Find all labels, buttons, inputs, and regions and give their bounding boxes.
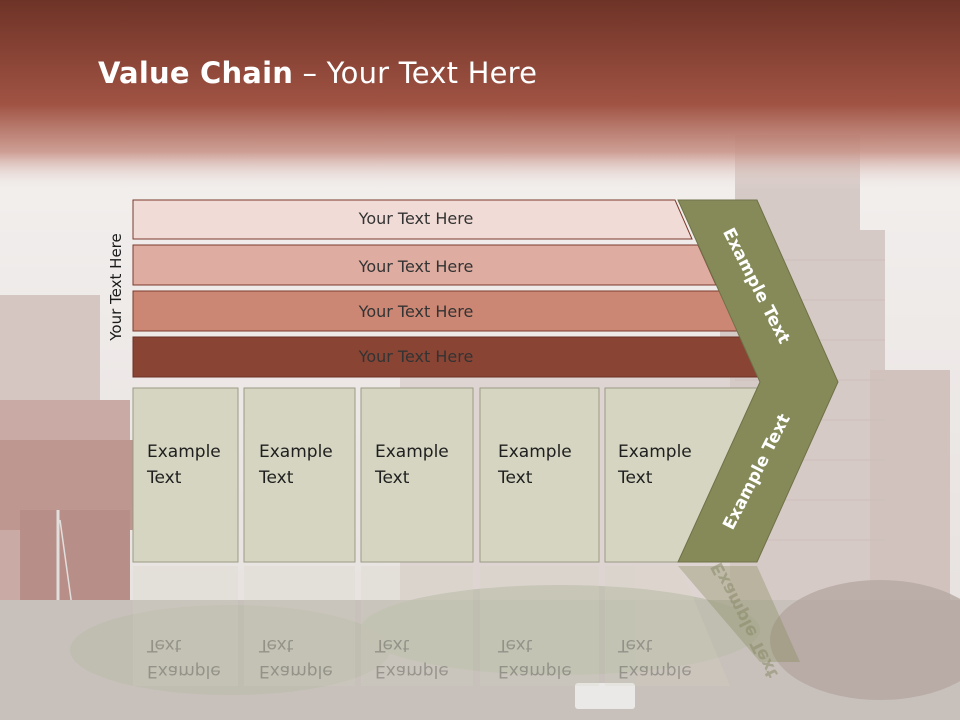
box-3-line-2: Text [375, 468, 410, 488]
box-2[interactable] [243, 387, 356, 563]
box-3-refl-line-2: Text [375, 635, 410, 655]
box-2-line-2: Text [259, 468, 294, 488]
box-4-reflection: Example Text [498, 632, 572, 684]
box-3-reflection: Example Text [375, 632, 449, 684]
box-2-refl-line-2: Text [259, 635, 294, 655]
box-3[interactable] [360, 387, 474, 563]
box-3-line-1: Example [375, 442, 449, 462]
box-3-refl-line-1: Example [375, 661, 449, 681]
box-1-line-1: Example [147, 442, 221, 462]
bar-1[interactable] [132, 199, 693, 240]
box-1-refl-line-2: Text [147, 635, 182, 655]
bar-3-label: Your Text Here [358, 302, 474, 321]
box-5-refl-line-2: Text [618, 635, 653, 655]
bar-1-label: Your Text Here [358, 209, 474, 228]
box-4[interactable] [479, 387, 600, 563]
chevron-arrow[interactable] [677, 199, 839, 563]
box-5-reflection: Example Text [618, 632, 692, 684]
box-4-refl-line-1: Example [498, 661, 572, 681]
box-5-line-2: Text [618, 468, 653, 488]
box-2-refl-line-1: Example [259, 661, 333, 681]
title-rest: – Your Text Here [293, 56, 538, 90]
bar-4-label: Your Text Here [358, 347, 474, 366]
box-4-refl-line-2: Text [498, 635, 533, 655]
box-2-line-1: Example [259, 442, 333, 462]
box-2-reflection: Example Text [259, 632, 333, 684]
bar-2-label: Your Text Here [358, 257, 474, 276]
box-1[interactable] [132, 387, 239, 563]
box-1-reflection: Example Text [147, 632, 221, 684]
box-5-line-1: Example [618, 442, 692, 462]
box-4-line-2: Text [498, 468, 533, 488]
box-4-line-1: Example [498, 442, 572, 462]
slide-title: Value Chain – Your Text Here [98, 56, 537, 90]
box-1-refl-line-1: Example [147, 661, 221, 681]
chevron-reflection [678, 566, 800, 662]
box-5-refl-line-1: Example [618, 661, 692, 681]
box-1-line-2: Text [147, 468, 182, 488]
title-bold: Value Chain [98, 56, 294, 90]
